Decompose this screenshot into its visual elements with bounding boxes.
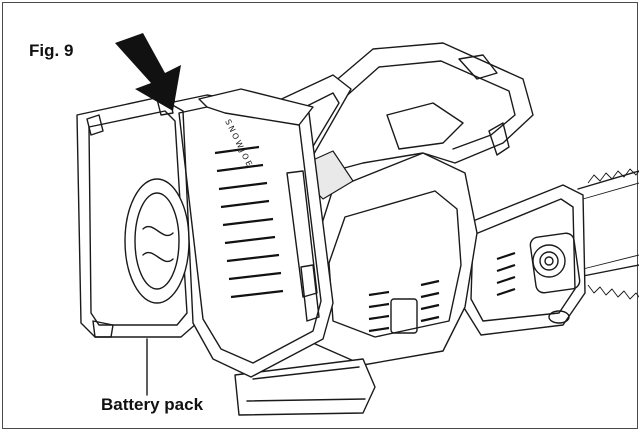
figure-label: Fig. 9: [29, 41, 74, 60]
battery-pack-callout: Battery pack: [101, 395, 204, 414]
chainsaw-illustration: SNOWJOE: [76, 33, 639, 416]
down-arrow-icon: [115, 33, 181, 111]
battery-pack-drawing: SNOWJOE: [76, 88, 334, 396]
